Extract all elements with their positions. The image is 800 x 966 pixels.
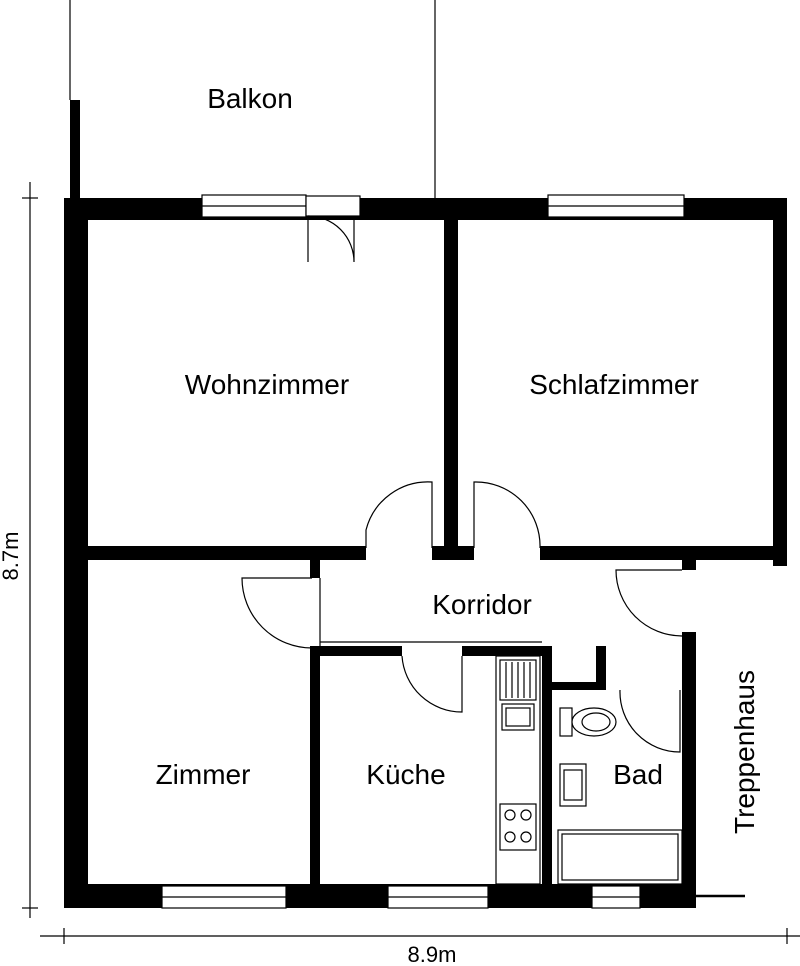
label-korridor: Korridor xyxy=(432,589,532,620)
door-bad xyxy=(619,689,681,753)
label-kueche: Küche xyxy=(366,759,445,790)
bathtub xyxy=(557,829,683,885)
dimension-width: 8.9m xyxy=(408,942,457,966)
sink xyxy=(501,703,535,731)
windows xyxy=(161,194,685,909)
balcony xyxy=(69,0,436,200)
label-schlafzimmer: Schlafzimmer xyxy=(529,369,699,400)
interior-walls xyxy=(88,220,787,884)
bathroom-fixtures xyxy=(557,707,683,885)
dish-rack xyxy=(499,659,537,701)
door-schlafzimmer xyxy=(473,481,541,549)
door-zimmer xyxy=(241,577,313,649)
door-bad-corridor xyxy=(615,569,683,637)
kitchen-fixtures xyxy=(495,655,541,885)
label-bad: Bad xyxy=(613,759,663,790)
door-balkon xyxy=(305,195,361,217)
dimension-lines xyxy=(22,182,800,944)
toilet-tank xyxy=(559,707,573,737)
label-zimmer: Zimmer xyxy=(156,759,251,790)
door-wohnzimmer xyxy=(365,481,433,548)
door-kueche xyxy=(401,655,463,713)
door-balkon-swing xyxy=(307,215,355,263)
label-wohnzimmer: Wohnzimmer xyxy=(185,369,349,400)
dimension-height: 8.7m xyxy=(0,532,23,581)
label-balkon: Balkon xyxy=(207,83,293,114)
stove xyxy=(499,803,537,851)
doors xyxy=(241,195,683,753)
label-treppenhaus: Treppenhaus xyxy=(729,670,760,834)
